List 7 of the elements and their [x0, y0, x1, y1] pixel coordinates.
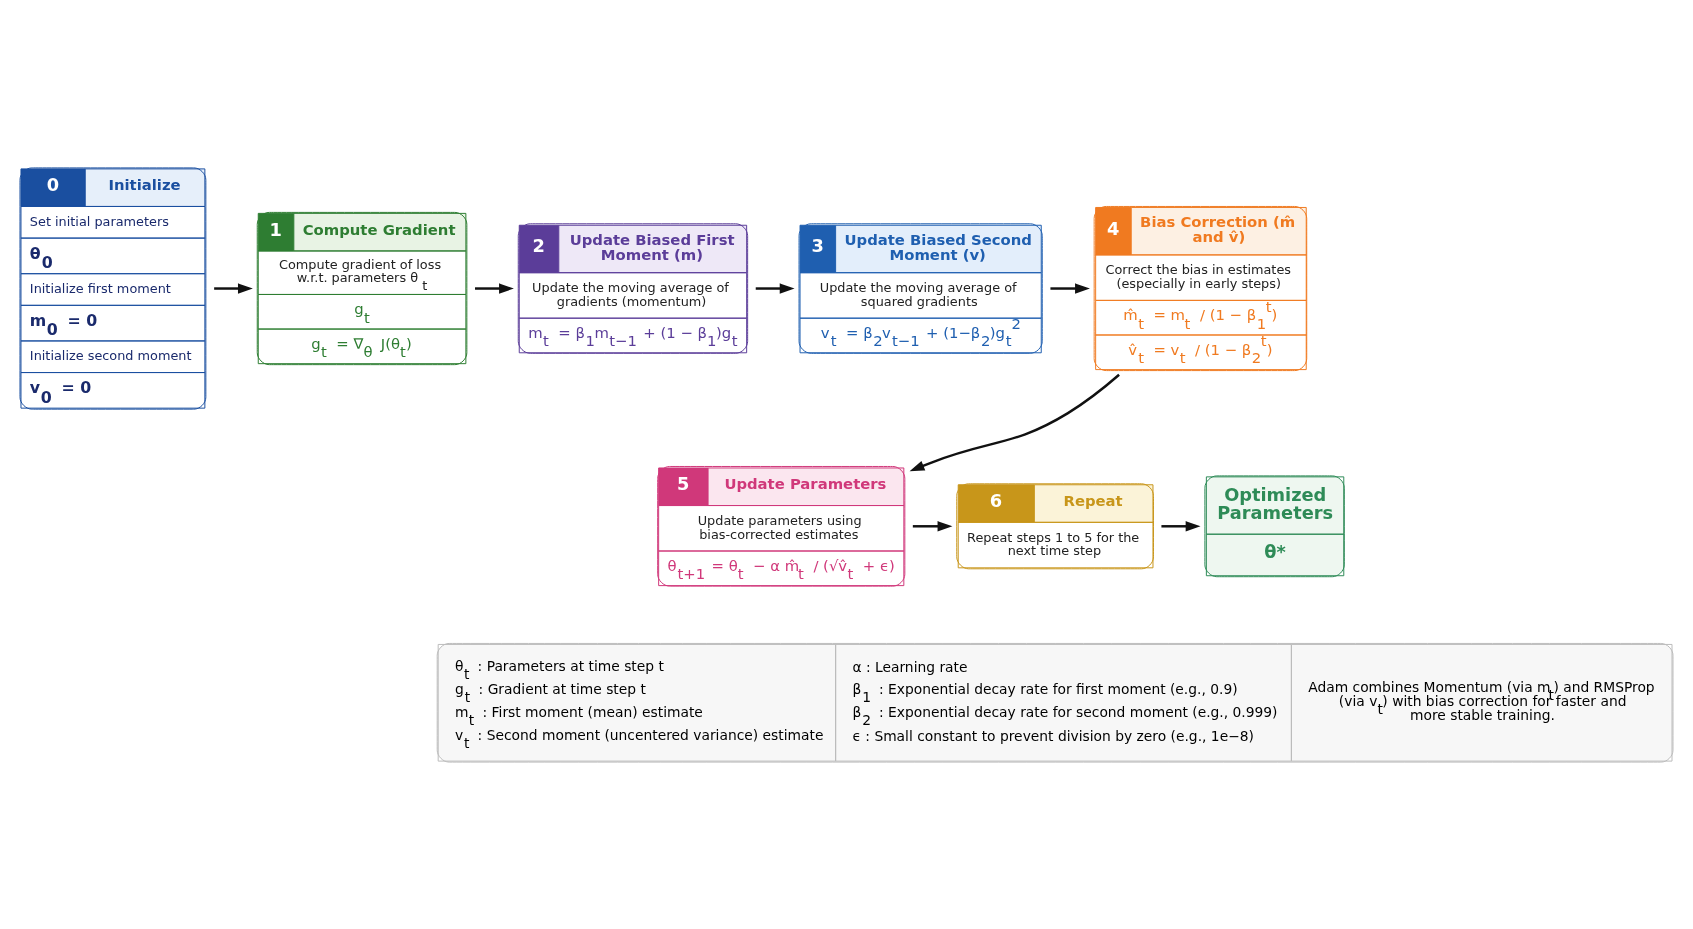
arrow [909, 373, 1120, 471]
arrow [1050, 282, 1090, 294]
arrow [1161, 520, 1201, 531]
arrow [475, 282, 514, 294]
arrow [214, 282, 253, 294]
arrow [755, 282, 795, 294]
arrow [912, 520, 953, 531]
